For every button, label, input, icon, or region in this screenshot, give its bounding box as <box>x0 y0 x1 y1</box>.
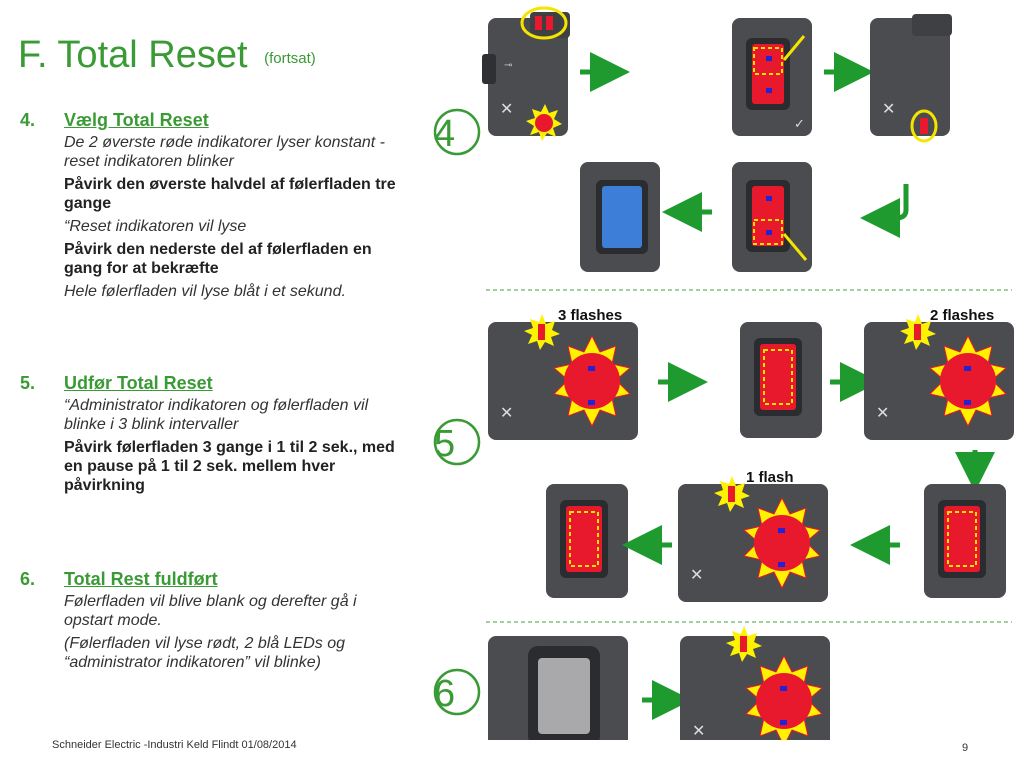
svg-text:✕: ✕ <box>500 403 513 422</box>
device-5a: ✕ <box>488 314 638 440</box>
reset-highlight-ring <box>910 109 938 143</box>
step-line: “Reset indikatoren vil lyse <box>64 218 247 235</box>
slide-title: F. Total Reset (fortsat) <box>18 34 316 77</box>
device-5e: ✕ <box>678 476 828 602</box>
step-line: Hele følerfladen vil lyse blåt i et seku… <box>64 283 346 300</box>
svg-text:✕: ✕ <box>500 99 513 118</box>
indicator-highlight-ring <box>520 6 568 40</box>
step-line: (Følerfladen vil lyse rødt, 2 blå LEDs o… <box>64 635 345 671</box>
step-line: Påvirk den øverste halvdel af følerflade… <box>64 176 396 212</box>
step-number: 6. <box>20 569 36 589</box>
svg-text:✕: ✕ <box>692 721 705 740</box>
flash-label-3: 3 flashes <box>558 307 622 324</box>
flash-label-2: 2 flashes <box>930 307 994 324</box>
reset-sequence-figures: ⊸ ✕ ✓ ✕ 4 <box>433 6 1014 740</box>
step-heading: Udfør Total Reset <box>64 373 213 393</box>
step-number: 4. <box>20 110 36 130</box>
page-number: 9 <box>962 742 969 754</box>
device-4c: ✕ <box>870 14 952 143</box>
step-number: 5. <box>20 373 36 393</box>
device-6b: ✕ <box>680 626 830 740</box>
device-4b: ✓ <box>732 18 812 136</box>
section-number-ring <box>433 668 481 716</box>
step-line: Følerfladen vil blive blank og derefter … <box>64 593 357 629</box>
device-4f <box>580 162 660 272</box>
step-heading: Total Rest fuldført <box>64 569 218 589</box>
flow-arrow-turn <box>860 184 909 238</box>
step-6: 6. Total Rest fuldført Følerfladen vil bl… <box>20 569 400 676</box>
step-5: 5. Udfør Total Reset “Administrator indik… <box>20 373 400 499</box>
device-6a <box>488 636 628 740</box>
section-number-ring <box>433 108 481 156</box>
step-heading: Vælg Total Reset <box>64 110 209 130</box>
svg-text:✓: ✓ <box>794 117 805 132</box>
device-4a: ⊸ ✕ <box>482 6 570 141</box>
flash-label-1: 1 flash <box>746 469 794 486</box>
section-number-ring <box>433 418 481 466</box>
slide-title-main: F. Total Reset <box>18 34 248 76</box>
device-5b <box>740 322 822 438</box>
step-5-header: 5. Udfør Total Reset <box>20 373 400 394</box>
step-line: Påvirk den nederste del af følerfladen e… <box>64 241 372 277</box>
step-4: 4. Vælg Total Reset De 2 øverste røde ind… <box>20 110 400 305</box>
step-4-header: 4. Vælg Total Reset <box>20 110 400 131</box>
step-line: “Administrator indikatoren og følerflade… <box>64 397 369 433</box>
svg-text:✕: ✕ <box>690 565 703 584</box>
device-5c: ✕ <box>864 314 1014 440</box>
svg-text:⊸: ⊸ <box>504 60 512 71</box>
step-6-header: 6. Total Rest fuldført <box>20 569 400 590</box>
slide-title-suffix: (fortsat) <box>264 50 316 68</box>
svg-text:✕: ✕ <box>876 403 889 422</box>
footer-text: Schneider Electric -Industri Keld Flindt… <box>52 739 297 751</box>
device-4e <box>732 162 812 272</box>
step-line: De 2 øverste røde indikatorer lyser kons… <box>64 134 386 170</box>
svg-text:✕: ✕ <box>882 99 895 118</box>
step-line: Påvirk følerfladen 3 gange i 1 til 2 sek… <box>64 439 395 494</box>
device-5d <box>924 484 1006 598</box>
device-5f <box>546 484 628 598</box>
